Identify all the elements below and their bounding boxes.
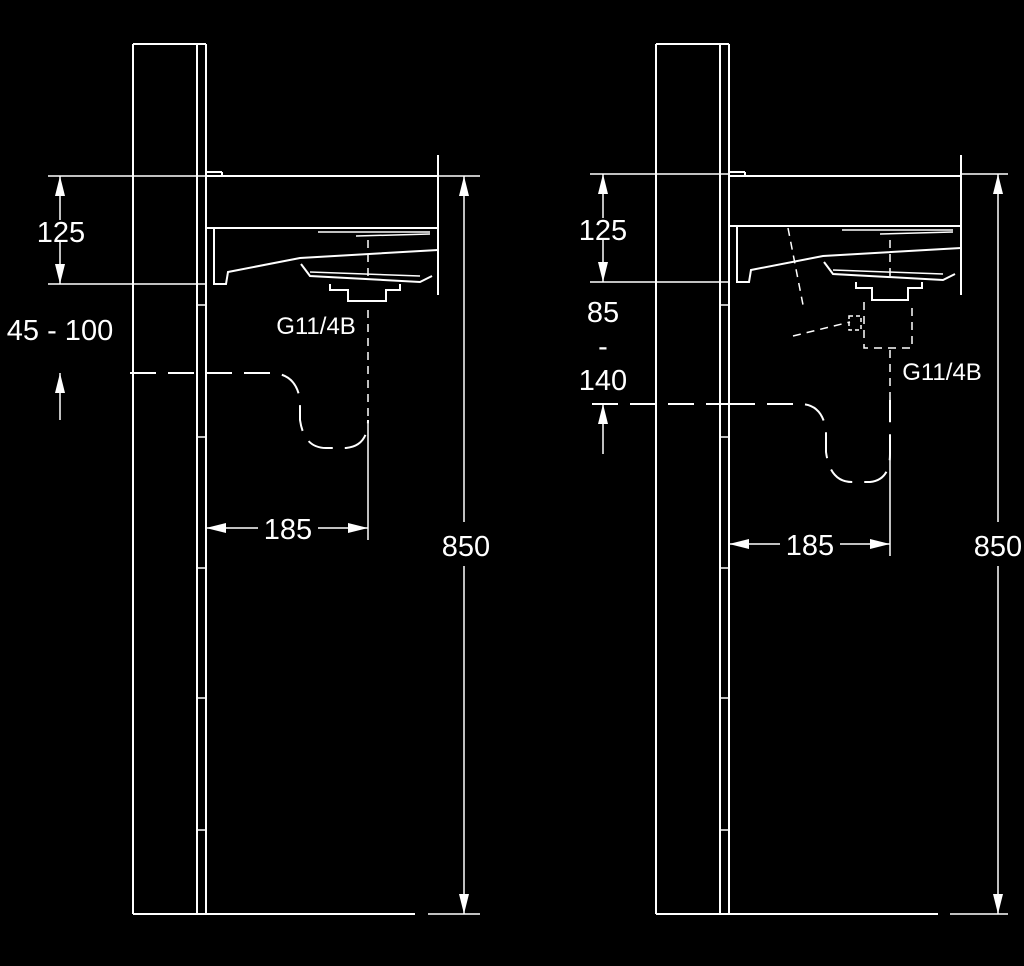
- right-dim-offset-dash: -: [598, 331, 608, 363]
- left-dim-185: 185: [206, 514, 368, 546]
- right-dim-185-label: 185: [786, 530, 834, 562]
- right-view: 125 85 - 140 G11/4B 185 850: [579, 43, 1022, 915]
- left-view: 125 45 - 100 G11/4B 185 850: [7, 43, 490, 915]
- left-dim-850: 850: [438, 175, 490, 914]
- left-trap: [130, 310, 369, 540]
- right-dim-850-label: 850: [974, 531, 1022, 563]
- left-dim-125-label: 125: [37, 217, 85, 249]
- right-basin: [729, 155, 962, 311]
- left-dim-125: 125: [37, 175, 206, 285]
- left-wall: [132, 43, 480, 915]
- left-dim-185-label: 185: [264, 514, 312, 546]
- left-dim-offset-label: 45 - 100: [7, 315, 113, 347]
- right-wall: [655, 43, 1008, 915]
- right-dim-125: 125: [579, 173, 729, 283]
- right-dim-185: 185: [729, 530, 890, 562]
- right-valve-detail: [792, 302, 913, 400]
- right-dim-850: 850: [961, 173, 1022, 914]
- right-thread-label: G11/4B: [902, 359, 982, 386]
- left-thread-label: G11/4B: [276, 313, 356, 340]
- right-dim-125-label: 125: [579, 215, 627, 247]
- right-trap: [592, 400, 891, 556]
- left-dim-850-label: 850: [442, 531, 490, 563]
- right-dim-offset-max: 140: [579, 365, 627, 397]
- left-basin: [206, 155, 439, 302]
- left-dim-offset: 45 - 100: [7, 315, 113, 420]
- right-dim-offset: 85 - 140: [579, 297, 627, 454]
- right-dim-offset-min: 85: [587, 297, 619, 329]
